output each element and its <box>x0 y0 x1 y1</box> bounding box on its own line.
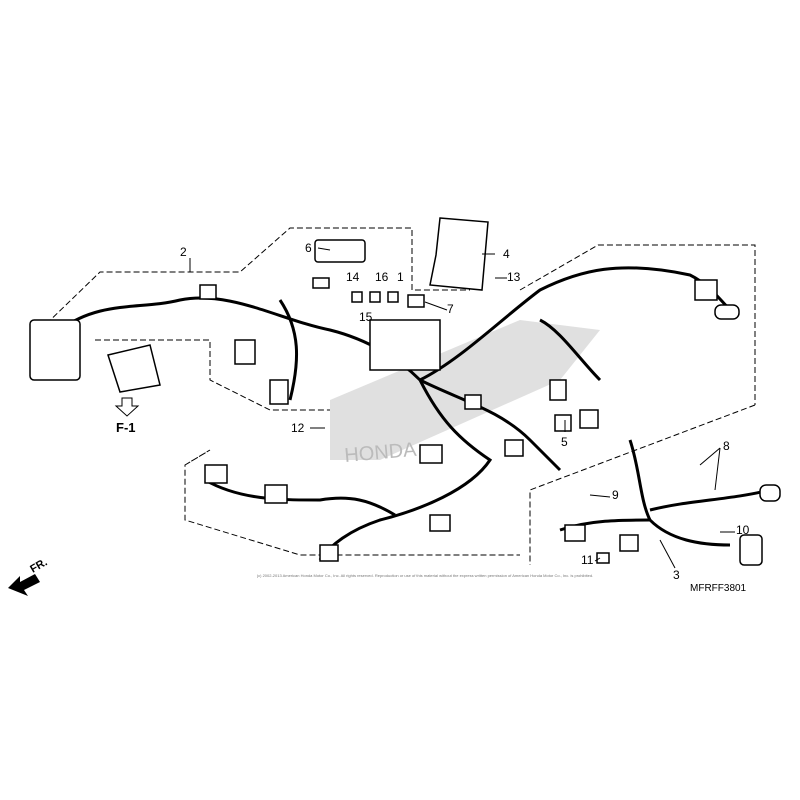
callout-15: 15 <box>359 310 373 324</box>
cover-part-4 <box>429 217 489 291</box>
callout-1: 1 <box>397 270 404 284</box>
callout-13: 13 <box>507 270 521 284</box>
bracket-f1 <box>107 344 161 393</box>
connectors <box>29 239 781 566</box>
callout-4: 4 <box>503 247 510 261</box>
callout-12: 12 <box>291 421 305 435</box>
honda-watermark <box>330 320 600 460</box>
subharness-outline <box>529 404 756 565</box>
part-code: MFRFF3801 <box>690 583 747 594</box>
main-harness-outline <box>39 227 470 331</box>
leader-lines <box>189 247 735 569</box>
right-outline <box>519 244 756 405</box>
f1-arrow <box>114 397 140 417</box>
callout-10: 10 <box>736 523 750 537</box>
callout-7: 7 <box>447 302 454 316</box>
callout-14: 14 <box>346 270 360 284</box>
callout-6: 6 <box>305 241 312 255</box>
callout-9: 9 <box>612 488 619 502</box>
callout-8: 8 <box>723 439 730 453</box>
callout-2: 2 <box>180 245 187 259</box>
callout-3: 3 <box>673 568 680 582</box>
callout-11: 11 <box>581 553 594 567</box>
left-lower-outline <box>95 339 330 411</box>
copyright-notice: (c) 2002-2013 American Honda Motor Co., … <box>256 573 594 578</box>
callout-16: 16 <box>375 270 389 284</box>
front-arrow-icon <box>8 574 40 596</box>
reference-f1: F-1 <box>116 420 136 435</box>
callout-5: 5 <box>561 435 568 449</box>
